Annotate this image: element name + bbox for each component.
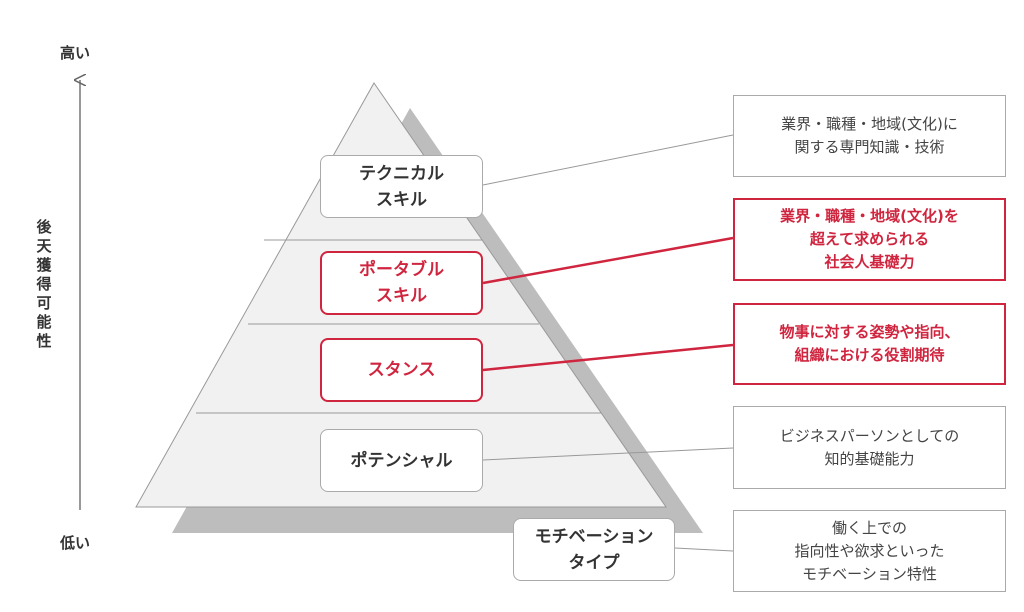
- description-potential: ビジネスパーソンとしての 知的基礎能力: [733, 406, 1006, 489]
- description-technical-skill: 業界・職種・地域(文化)に 関する専門知識・技術: [733, 95, 1006, 177]
- layer-stance: スタンス: [320, 338, 483, 402]
- connector-motivation: [674, 547, 734, 552]
- layer-potential: ポテンシャル: [320, 429, 483, 492]
- description-motivation-type: 働く上での 指向性や欲求といった モチベーション特性: [733, 510, 1006, 592]
- axis-high-label: 高い: [60, 44, 91, 62]
- connector-potential: [482, 447, 734, 461]
- layer-portable-skill: ポータブル スキル: [320, 251, 483, 315]
- layer-motivation-type: モチベーション タイプ: [513, 518, 675, 581]
- connector-technical: [482, 134, 734, 186]
- connector-stance: [482, 343, 734, 372]
- connector-portable: [482, 236, 734, 285]
- description-portable-skill: 業界・職種・地域(文化)を 超えて求められる 社会人基礎力: [733, 198, 1006, 281]
- description-stance: 物事に対する姿勢や指向、 組織における役割期待: [733, 303, 1006, 385]
- axis-low-label: 低い: [60, 534, 91, 552]
- axis-title: 後天獲得可能性: [36, 218, 52, 350]
- layer-technical-skill: テクニカル スキル: [320, 155, 483, 218]
